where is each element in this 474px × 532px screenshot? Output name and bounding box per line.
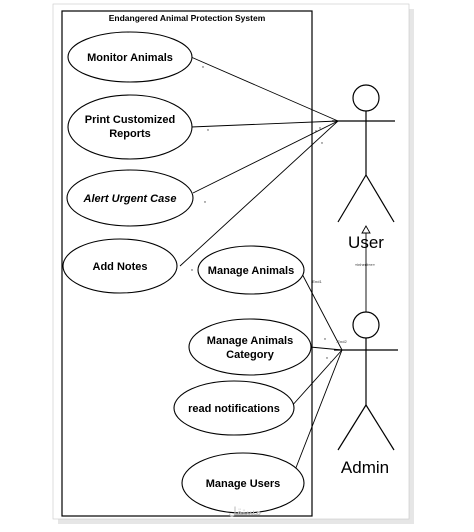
use-case-monitor-animals [67, 31, 193, 83]
assoc-notifications-admin [289, 349, 343, 409]
actor-user-name: User [348, 233, 384, 252]
use-case-manage-users [181, 452, 305, 514]
marker-dot [324, 338, 326, 340]
admin-head [352, 311, 380, 339]
marker-dot [326, 357, 328, 359]
use-case-manage-animals [197, 245, 305, 295]
use-case-manage-animals-category [188, 318, 312, 376]
associations [179, 56, 343, 484]
end2-annotation: -End2 [336, 339, 347, 344]
association-markers [191, 66, 332, 363]
marker-dot [321, 142, 323, 144]
watermark: مستقل [229, 505, 262, 518]
marker-dot [204, 201, 206, 203]
marker-dot [191, 269, 193, 271]
user-head [352, 84, 380, 112]
actor-admin-name: Admin [341, 458, 389, 477]
label-alert-urgent-case: Alert Urgent Case [83, 193, 177, 205]
marker-dot [330, 361, 332, 363]
marker-dot [207, 129, 209, 131]
label-manage-users: Manage Users [206, 478, 281, 490]
use-case-add-notes [62, 238, 178, 294]
label-category-line1: Manage Animals [207, 335, 293, 347]
assoc-users-admin [289, 349, 343, 484]
assoc-manage-animals-admin [299, 269, 343, 351]
label-manage-animals: Manage Animals [208, 265, 294, 277]
use-case-print-customized-reports [67, 94, 193, 160]
generalization-arrowhead [361, 225, 371, 234]
marker-dot [202, 66, 204, 68]
use-case-read-notifications [173, 380, 295, 436]
marker-dot [319, 127, 321, 129]
use-case-alert-urgent-case [66, 169, 194, 227]
label-print-line2: Reports [109, 128, 151, 140]
admin-left-leg [337, 404, 367, 451]
inherit-annotation: «inherit»e» [355, 262, 376, 267]
marker-dot [315, 130, 317, 132]
system-title: Endangered Animal Protection System [109, 13, 266, 23]
label-print-line1: Print Customized [85, 114, 175, 126]
assoc-alert-user [192, 120, 339, 194]
end1-annotation: -End1 [311, 279, 322, 284]
label-add-notes: Add Notes [93, 261, 148, 273]
actor-user [332, 84, 395, 223]
label-category-line2: Category [226, 349, 275, 361]
actor-admin [334, 311, 398, 451]
admin-right-leg [365, 404, 395, 451]
assoc-print-user [190, 120, 339, 128]
label-read-notifications: read notifications [188, 403, 280, 415]
user-right-leg [365, 174, 395, 223]
assoc-notes-user [179, 120, 339, 267]
user-left-leg [337, 174, 367, 223]
assoc-monitor-user [190, 56, 339, 122]
system-boundary [61, 10, 313, 517]
label-monitor-animals: Monitor Animals [87, 52, 173, 64]
